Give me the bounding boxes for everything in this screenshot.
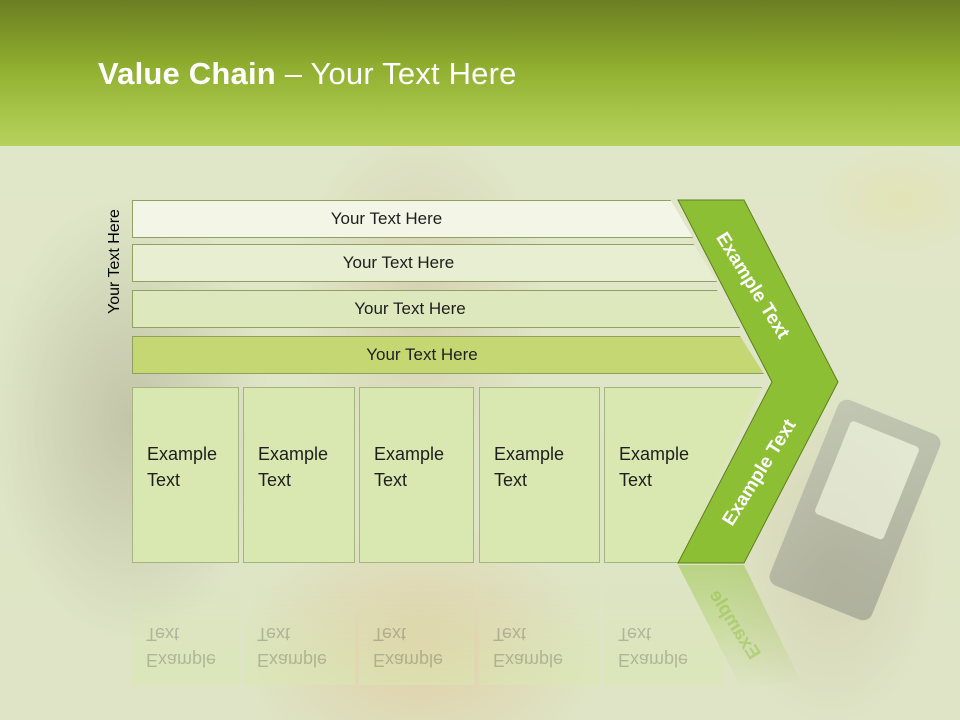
value-row-1: Your Text Here xyxy=(132,200,693,238)
box-reflection-2: Example Text xyxy=(243,565,355,685)
box-line-2: Text xyxy=(374,470,408,490)
box-reflection-3: Example Text xyxy=(359,565,474,685)
header-bar: Value Chain – Your Text Here xyxy=(0,0,960,146)
slide-title: Value Chain – Your Text Here xyxy=(98,56,517,92)
reflect-line-1: Example xyxy=(618,650,689,670)
reflect-line-2: Text xyxy=(373,624,407,644)
reflect-line-2: Text xyxy=(257,624,291,644)
box-line-2: Text xyxy=(619,470,653,490)
box-line-2: Text xyxy=(147,470,181,490)
box-reflection-4: Example Text xyxy=(479,565,600,685)
box-line-1: Example xyxy=(147,444,218,464)
reflect-line-2: Text xyxy=(618,624,652,644)
reflect-line-1: Example xyxy=(373,650,444,670)
value-row-3: Your Text Here xyxy=(132,290,740,328)
value-row-4: Your Text Here xyxy=(132,336,764,374)
value-row-2: Your Text Here xyxy=(132,244,717,282)
side-label: Your Text Here xyxy=(106,209,123,314)
box-line-1: Example xyxy=(494,444,565,464)
reflect-line-2: Text xyxy=(146,624,180,644)
row-label: Your Text Here xyxy=(366,345,478,364)
title-bold: Value Chain xyxy=(98,56,276,91)
row-label: Your Text Here xyxy=(342,253,455,272)
title-rest: – Your Text Here xyxy=(275,56,517,91)
box-line-2: Text xyxy=(258,470,292,490)
row-label: Your Text Here xyxy=(330,209,443,228)
box-line-1: Example xyxy=(619,444,690,464)
box-reflection-1: Example Text xyxy=(132,565,239,685)
reflect-line-1: Example xyxy=(493,650,564,670)
reflect-line-1: Example xyxy=(146,650,217,670)
box-line-1: Example xyxy=(374,444,445,464)
reflect-line-1: Example xyxy=(257,650,328,670)
box-line-2: Text xyxy=(494,470,528,490)
row-label: Your Text Here xyxy=(354,299,466,318)
box-line-1: Example xyxy=(258,444,329,464)
reflect-line-2: Text xyxy=(493,624,527,644)
